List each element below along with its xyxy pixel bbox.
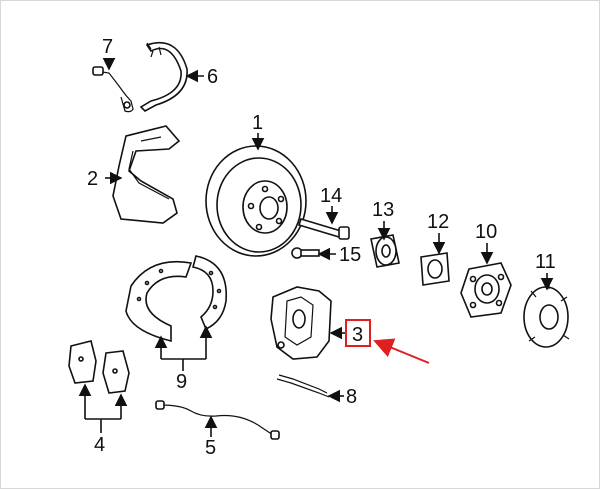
callout-12: 12: [427, 211, 449, 233]
part-10-hub[interactable]: [460, 262, 512, 318]
part-15-guide-pin[interactable]: [291, 247, 320, 259]
part-13-bushing[interactable]: [370, 234, 400, 268]
part-3-caliper[interactable]: [270, 286, 332, 360]
part-7-sensor[interactable]: [92, 66, 134, 113]
part-6-cable[interactable]: [139, 41, 188, 112]
part-5-wire[interactable]: [155, 400, 280, 440]
callout-7: 7: [102, 36, 113, 58]
red-pointer-arrow: [373, 338, 430, 364]
part-11-flange[interactable]: [523, 283, 570, 348]
callout-labels: 7 6 1 2 14 15 13 12 10 11 3 9 8 4 5: [87, 36, 556, 459]
part-4-brake-pads[interactable]: [68, 340, 130, 394]
callout-1: 1: [252, 112, 263, 134]
part-2-splash-shield[interactable]: [112, 125, 181, 224]
callout-14: 14: [320, 185, 342, 207]
callout-13: 13: [372, 199, 394, 221]
part-1-rotor[interactable]: [205, 145, 307, 257]
part-9-brake-shoes[interactable]: [125, 255, 228, 343]
part-14-bolt[interactable]: [297, 218, 350, 240]
callout-8: 8: [346, 386, 357, 408]
callout-3: 3: [352, 324, 363, 346]
callout-10: 10: [475, 221, 497, 243]
callout-9: 9: [176, 371, 187, 393]
callout-15: 15: [339, 244, 361, 266]
callout-2: 2: [87, 168, 98, 190]
callout-4: 4: [94, 434, 105, 456]
callout-6: 6: [207, 66, 218, 88]
leader-lines: [78, 57, 554, 437]
part-12-gasket[interactable]: [420, 252, 450, 286]
callout-5: 5: [205, 437, 216, 459]
highlight-box: [345, 319, 371, 347]
part-8-spring[interactable]: [276, 374, 330, 398]
callout-11: 11: [535, 251, 556, 273]
